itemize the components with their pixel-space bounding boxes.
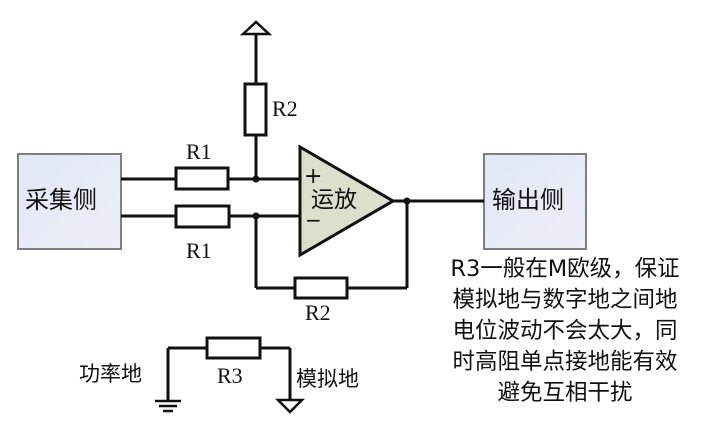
note-line: R3一般在M欧级，保证 [450,256,680,282]
r1-bottom-label: R1 [186,238,212,263]
opamp-label: 运放 [311,187,357,213]
note-line: 避免互相干扰 [497,380,633,406]
reference-arrow-icon [239,20,273,36]
power-ground-icon [155,399,181,413]
note-line: 模拟地与数字地之间地 [452,287,678,313]
opamp-triangle [298,144,396,258]
note-line: 时高阻单点接地能有效 [452,349,678,375]
resistor-r1-top [174,166,230,191]
analog-ground-label: 模拟地 [296,367,359,391]
note-line: 电位波动不会太大，同 [452,318,678,344]
r1-top-label: R1 [186,139,212,164]
analog-ground-icon [274,398,306,414]
resistor-r2-top [243,82,268,137]
opamp-plus-sign: + [304,164,323,189]
junction-dot [252,175,260,183]
r2-feedback-label: R2 [305,300,331,325]
r2-top-label: R2 [272,96,298,121]
junction-dot [252,212,260,220]
power-ground-label: 功率地 [79,362,142,386]
r3-label: R3 [217,363,243,388]
opamp-minus-sign: − [305,208,322,232]
resistor-r1-bottom [174,204,231,229]
junction-dot [403,197,411,205]
input-side-label: 采集侧 [25,186,97,214]
annotation-note: R3一般在M欧级，保证 模拟地与数字地之间地 电位波动不会太大，同 时高阻单点接… [410,254,720,409]
output-side-block [483,153,587,250]
resistor-r3 [205,336,262,360]
output-side-label: 输出侧 [492,186,564,214]
input-side-block [17,153,122,250]
resistor-r2-feedback [293,276,349,300]
